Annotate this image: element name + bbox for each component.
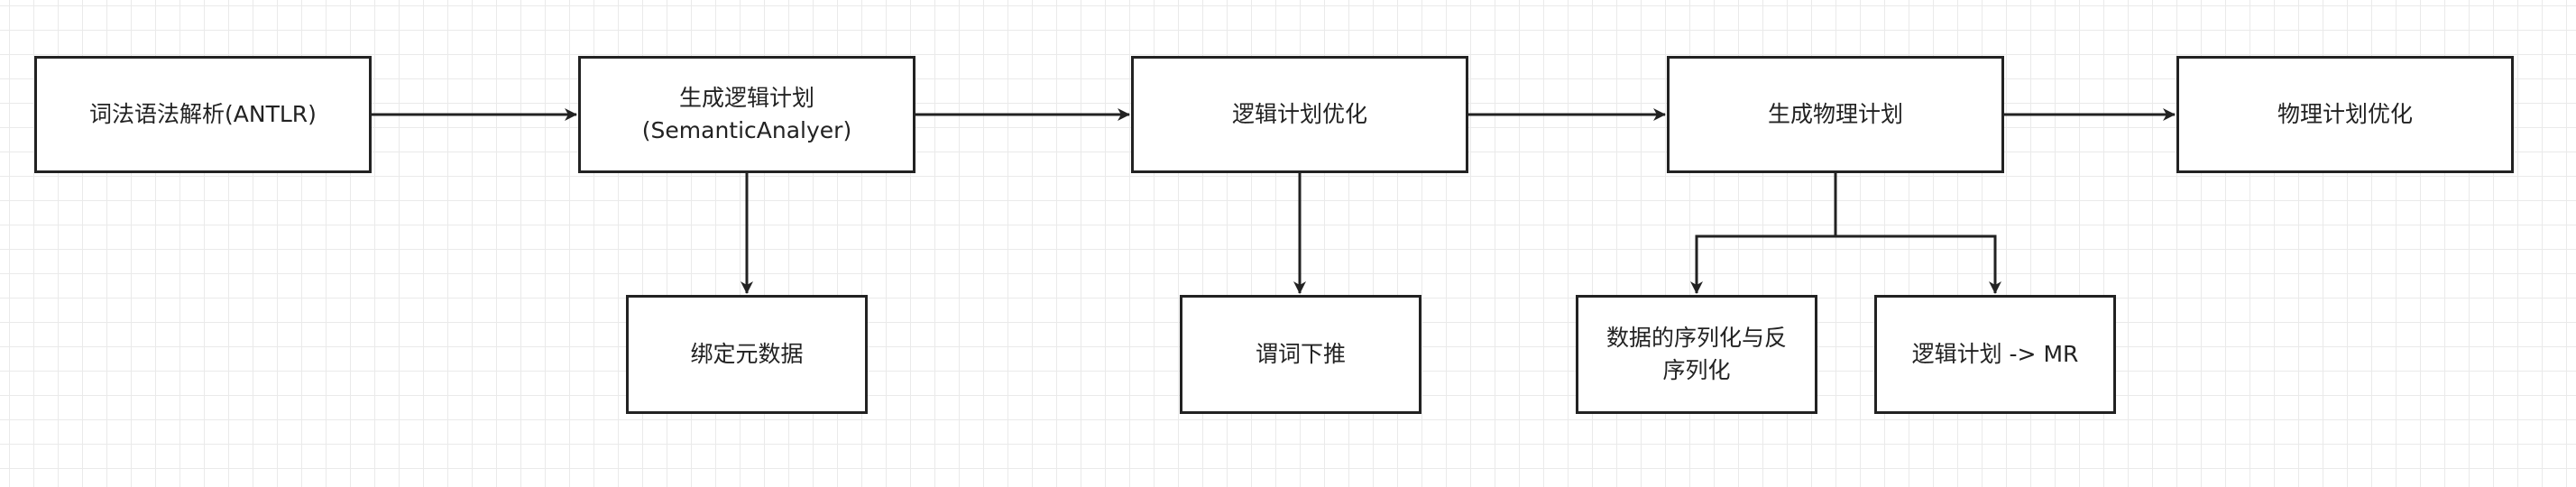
edge-physical-gen-to-serde (1690, 173, 1837, 294)
edge-physical-gen-to-logical-to-mr (1835, 234, 2001, 294)
node-generate-logical-plan: 生成逻辑计划 (SemanticAnalyer) (578, 56, 915, 173)
node-lexer-parser: 词法语法解析(ANTLR) (34, 56, 372, 173)
node-bind-metadata: 绑定元数据 (626, 295, 868, 414)
node-serialization: 数据的序列化与反 序列化 (1576, 295, 1817, 414)
node-logical-plan-optimization: 逻辑计划优化 (1131, 56, 1468, 173)
node-physical-plan-optimization: 物理计划优化 (2176, 56, 2514, 173)
node-logical-plan-to-mr: 逻辑计划 -> MR (1874, 295, 2116, 414)
node-generate-physical-plan: 生成物理计划 (1667, 56, 2004, 173)
node-predicate-pushdown: 谓词下推 (1180, 295, 1421, 414)
